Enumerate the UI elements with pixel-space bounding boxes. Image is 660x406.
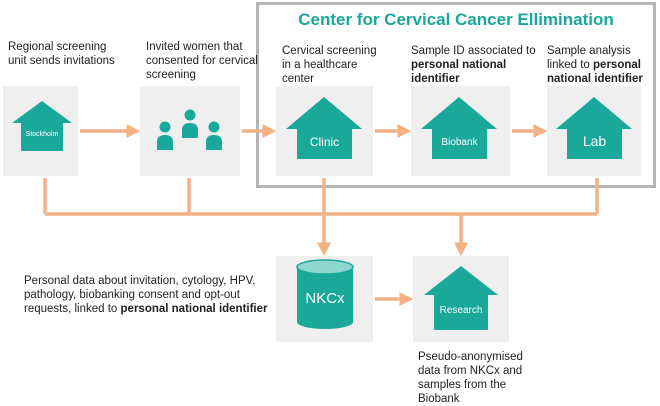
research-house-icon bbox=[424, 266, 498, 330]
caption-regional: Regional screening unit sends invitation… bbox=[8, 41, 115, 67]
caption-sample-id-text: Sample ID associated to bbox=[411, 45, 536, 57]
people-icon bbox=[157, 109, 222, 150]
caption-sample-id-bold: personal national identifier bbox=[411, 59, 507, 85]
center-frame bbox=[256, 2, 656, 188]
lab-house-icon bbox=[556, 97, 632, 159]
caption-analysis-text: Sample analysis linked to bbox=[547, 45, 631, 71]
stockholm-house-icon bbox=[12, 101, 72, 151]
center-title: Center for Cervical Cancer Ellimination bbox=[298, 10, 614, 29]
caption-personal-data: Personal data about invitation, cytology… bbox=[24, 274, 268, 316]
clinic-label: Clinic bbox=[309, 135, 340, 149]
lab-label: Lab bbox=[582, 133, 607, 149]
biobank-house-icon bbox=[421, 97, 497, 159]
caption-analysis-bold: personal national identifier bbox=[547, 59, 643, 85]
caption-pseudo: Pseudo-anonymised data from NKCx and sam… bbox=[418, 351, 523, 405]
caption-analysis: Sample analysis linked to personal natio… bbox=[547, 44, 655, 86]
stockholm-label: Stockholm bbox=[25, 131, 59, 138]
caption-personal-data-text: Personal data about invitation, cytology… bbox=[24, 275, 256, 315]
research-label: Research bbox=[439, 305, 483, 316]
caption-screening: Cervical screening in a healthcare cente… bbox=[282, 45, 377, 85]
database-cylinder-icon bbox=[296, 259, 354, 329]
clinic-house-icon bbox=[286, 97, 362, 159]
nkcx-label: NKCx bbox=[305, 290, 345, 307]
caption-invited: Invited women that consented for cervica… bbox=[146, 41, 258, 81]
caption-sample-id: Sample ID associated to personal nationa… bbox=[411, 44, 541, 86]
caption-personal-data-bold: personal national identifier bbox=[120, 303, 268, 315]
biobank-label: Biobank bbox=[441, 137, 478, 148]
